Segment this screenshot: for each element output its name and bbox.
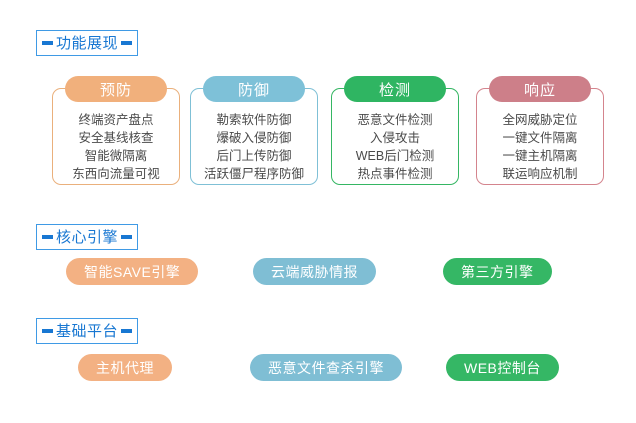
- dash-stub-left-icon: [42, 235, 53, 239]
- pill-label: 主机代理: [96, 359, 154, 376]
- pillar-card-response[interactable]: 响应 全网威胁定位 一键文件隔离 一键主机隔离 联运响应机制: [476, 76, 604, 185]
- pillar-item: 一键主机隔离: [502, 149, 578, 163]
- pillar-item: 全网威胁定位: [502, 113, 578, 127]
- dash-stub-right-icon: [121, 329, 133, 333]
- base-platform-pill-web-console[interactable]: WEB控制台: [446, 354, 559, 381]
- dash-stub-left-icon: [42, 41, 53, 45]
- pill-label: 云端威胁情报: [271, 263, 358, 280]
- pillar-item-list: 终端资产盘点 安全基线核查 智能微隔离 东西向流量可视: [53, 89, 179, 189]
- pill-label: 第三方引擎: [461, 263, 534, 280]
- pillar-item: 爆破入侵防御: [216, 131, 292, 145]
- pillar-title-pill: 预防: [65, 76, 167, 102]
- base-platform-pill-host-agent[interactable]: 主机代理: [78, 354, 172, 381]
- pillar-item: 后门上传防御: [216, 149, 292, 163]
- pillar-item-list: 全网威胁定位 一键文件隔离 一键主机隔离 联运响应机制: [477, 89, 603, 189]
- pillar-item: WEB后门检测: [355, 149, 435, 163]
- pillar-item: 东西向流量可视: [72, 167, 160, 181]
- pill-label: 智能SAVE引擎: [84, 263, 181, 280]
- core-engine-pill-third-party[interactable]: 第三方引擎: [443, 258, 552, 285]
- section-header-core-engine: 核心引擎: [36, 224, 139, 250]
- section-header-label: 基础平台: [56, 322, 119, 340]
- pillar-title-pill: 防御: [203, 76, 305, 102]
- core-engine-pill-cloud-threat-intel[interactable]: 云端威胁情报: [253, 258, 376, 285]
- section-header-label: 核心引擎: [56, 228, 119, 246]
- pill-label: 恶意文件查杀引擎: [268, 359, 384, 376]
- pillar-item: 安全基线核查: [78, 131, 154, 145]
- pillar-item: 一键文件隔离: [502, 131, 578, 145]
- section-header-base-platform: 基础平台: [36, 318, 139, 344]
- pillar-title-pill: 响应: [489, 76, 591, 102]
- pillar-item: 热点事件检测: [357, 167, 433, 181]
- pill-label: WEB控制台: [464, 359, 541, 376]
- pillar-item: 终端资产盘点: [78, 113, 154, 127]
- dash-stub-left-icon: [42, 329, 53, 333]
- section-header-label: 功能展现: [56, 34, 119, 52]
- pillar-item: 入侵攻击: [369, 131, 420, 145]
- base-platform-pill-malware-scan-engine[interactable]: 恶意文件查杀引擎: [250, 354, 402, 381]
- pillar-title-pill: 检测: [344, 76, 446, 102]
- core-engine-pill-save[interactable]: 智能SAVE引擎: [66, 258, 199, 285]
- pillar-card-detection[interactable]: 检测 恶意文件检测 入侵攻击 WEB后门检测 热点事件检测: [331, 76, 459, 185]
- dash-stub-right-icon: [121, 235, 133, 239]
- pillar-item: 联运响应机制: [502, 167, 578, 181]
- pillar-card-prevention[interactable]: 预防 终端资产盘点 安全基线核查 智能微隔离 东西向流量可视: [52, 76, 180, 185]
- section-header-features: 功能展现: [36, 30, 139, 56]
- pillar-item-list: 勒索软件防御 爆破入侵防御 后门上传防御 活跃僵尸程序防御: [191, 89, 317, 189]
- pillar-item: 恶意文件检测: [357, 113, 433, 127]
- pillar-item: 勒索软件防御: [216, 113, 292, 127]
- pillar-card-defense[interactable]: 防御 勒索软件防御 爆破入侵防御 后门上传防御 活跃僵尸程序防御: [190, 76, 318, 185]
- pillar-item-list: 恶意文件检测 入侵攻击 WEB后门检测 热点事件检测: [332, 89, 458, 189]
- pillar-item: 智能微隔离: [84, 149, 148, 163]
- dash-stub-right-icon: [121, 41, 133, 45]
- pillar-item: 活跃僵尸程序防御: [203, 167, 304, 181]
